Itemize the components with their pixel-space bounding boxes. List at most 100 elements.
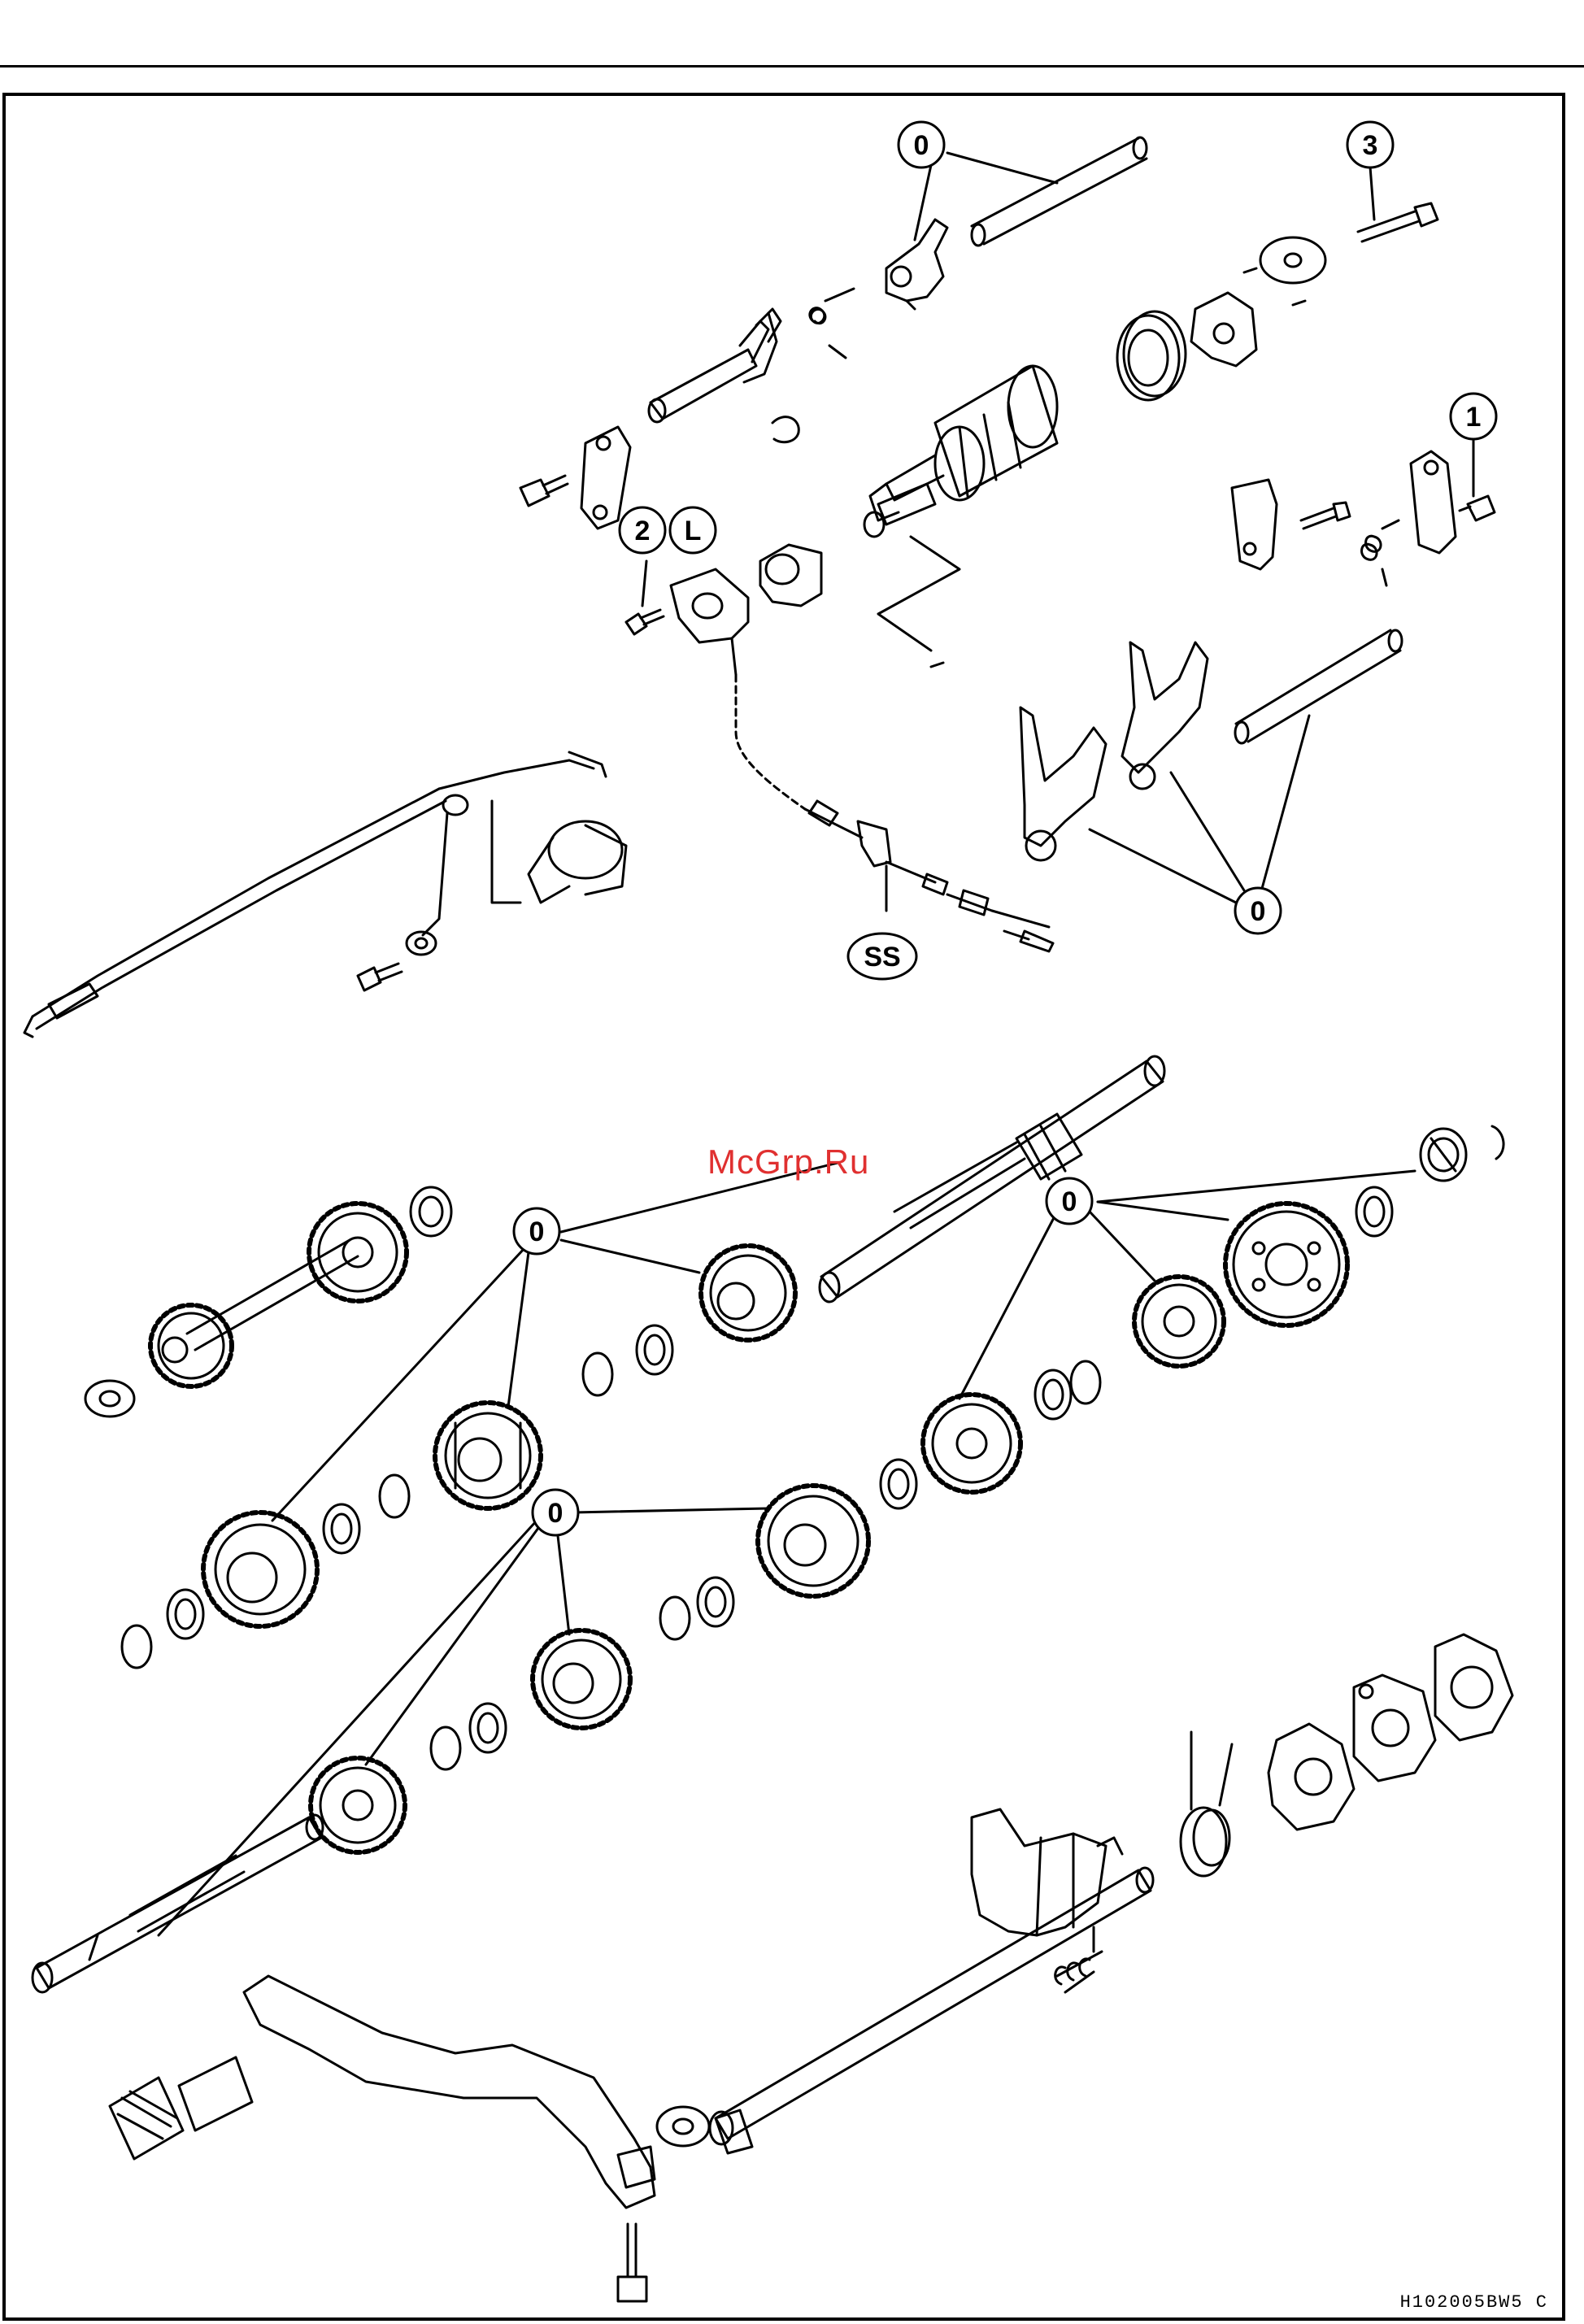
leader-lower-d xyxy=(159,1521,537,1935)
fork-shaft-upper xyxy=(972,137,1147,246)
gear-drive-5 xyxy=(701,1246,795,1340)
clutch-cable xyxy=(24,752,606,1037)
spring-stopper xyxy=(1362,520,1399,585)
callout-group: 0 3 1 2 L SS 0 0 0 0 xyxy=(514,122,1496,1535)
leader-forks-upper-b xyxy=(947,153,1057,183)
leader-forks-lower-a xyxy=(1260,716,1309,894)
shift-arm-shaft xyxy=(649,309,781,422)
guide-plate xyxy=(1354,1675,1435,1781)
guide-cable-washer xyxy=(423,813,447,935)
gear-output-2 xyxy=(1134,1277,1224,1366)
washer-lower-1 xyxy=(698,1578,733,1626)
washer-output-1 xyxy=(1356,1187,1392,1236)
callout-ss: SS xyxy=(864,942,900,973)
circlip-upper xyxy=(772,417,799,442)
bolt-stopper xyxy=(1301,503,1350,529)
shift-fork-lower-right xyxy=(1122,642,1208,789)
gear-output-3 xyxy=(923,1395,1020,1492)
leader-output-d xyxy=(960,1212,1057,1399)
callout-2: 2 xyxy=(635,516,651,546)
shift-mechanism-arm xyxy=(972,1809,1122,1935)
washer-idler-left xyxy=(85,1381,134,1417)
pin-b xyxy=(1293,301,1305,305)
washer-output-2 xyxy=(1035,1370,1071,1419)
washer-lower-2 xyxy=(470,1704,506,1752)
circlip-output-1 xyxy=(1071,1361,1100,1404)
callout-lower-gears: 0 xyxy=(548,1498,564,1529)
switch-cover xyxy=(760,545,821,606)
spring-shift-shaft xyxy=(1055,1927,1102,1992)
pin-a xyxy=(1244,268,1256,272)
bolt-3 xyxy=(1358,203,1438,242)
shift-lever-plate xyxy=(581,427,630,529)
pedal-tip xyxy=(179,2057,252,2130)
washer-shift-shaft xyxy=(657,2107,709,2146)
bolt-2 xyxy=(626,610,664,634)
circlip-drive-1 xyxy=(583,1353,612,1395)
drive-shaft xyxy=(820,1056,1164,1302)
callout-drive-shaft: 0 xyxy=(529,1216,545,1247)
neutral-switch xyxy=(671,569,748,675)
leader-output-b xyxy=(1098,1202,1228,1220)
circlip-bearing xyxy=(1492,1126,1503,1159)
release-lever xyxy=(529,821,626,903)
leader-lower-a xyxy=(573,1508,768,1512)
bolt-pedal xyxy=(618,2224,646,2301)
figure-code: H102005BW5 C xyxy=(1400,2292,1548,2313)
washer-drive-3 xyxy=(168,1590,203,1639)
leader-bolt2 xyxy=(642,561,646,606)
gear-lower-large xyxy=(758,1486,868,1596)
washer-cable xyxy=(407,932,436,955)
spring-small-upper xyxy=(810,289,854,358)
cable-bracket xyxy=(443,795,468,815)
gear-lower-small xyxy=(311,1758,405,1852)
callout-bolt3: 3 xyxy=(1363,130,1378,161)
shift-pedal xyxy=(244,1976,655,2208)
watermark-text: McGrp.Ru xyxy=(707,1142,869,1182)
gear-output-large xyxy=(1225,1203,1347,1325)
stopper-plate xyxy=(1435,1634,1512,1740)
washer-output-3 xyxy=(881,1460,916,1508)
leader-drive-b xyxy=(561,1240,699,1273)
output-shaft xyxy=(33,1815,323,1992)
pedal-rubber xyxy=(110,2078,183,2159)
gear-drive-1 xyxy=(203,1512,317,1626)
drum-bearing xyxy=(1117,311,1186,400)
gear-drive-3 xyxy=(435,1403,541,1508)
bolt-1 xyxy=(1460,496,1495,520)
washer-idler-right xyxy=(411,1187,451,1236)
gear-idler-small xyxy=(150,1305,232,1386)
washer-drive-1 xyxy=(637,1325,672,1374)
gear-lower-dog xyxy=(533,1630,630,1728)
circlip-lower-1 xyxy=(660,1597,690,1639)
bolt-cable xyxy=(358,964,402,990)
callout-forks2: 0 xyxy=(1251,896,1266,927)
circlip-drive-2 xyxy=(380,1475,409,1517)
gear-idler-large xyxy=(309,1203,407,1301)
washer-drive-2 xyxy=(324,1504,359,1553)
leader-lower-b xyxy=(557,1529,569,1634)
return-spring xyxy=(1181,1732,1232,1876)
callout-L: L xyxy=(685,516,702,546)
needle-bearing xyxy=(1421,1129,1466,1181)
circlip-lower-2 xyxy=(431,1727,460,1769)
fork-shaft-lower xyxy=(1235,630,1402,743)
washer-drum xyxy=(1260,237,1325,283)
leader-lower-c xyxy=(366,1525,541,1765)
guide-drum-pin xyxy=(878,537,960,651)
guide-cable-lever xyxy=(492,801,520,903)
leader-output-c xyxy=(1090,1212,1155,1281)
shift-fork-lower-left xyxy=(1020,707,1106,860)
leader-bolt3 xyxy=(1370,167,1374,220)
callout-bolt1: 1 xyxy=(1466,402,1482,433)
callout-top-forks: 0 xyxy=(914,130,929,161)
pin-c xyxy=(931,663,943,667)
leader-output-a xyxy=(1098,1171,1415,1202)
bolt-shift-lever xyxy=(520,476,568,506)
drum-cam xyxy=(1191,293,1256,366)
shift-cam xyxy=(1269,1724,1354,1830)
callout-output-gears: 0 xyxy=(1062,1186,1077,1217)
leader-forks-lower-b xyxy=(1171,772,1244,890)
stopper-lever xyxy=(1411,451,1456,553)
neutral-wire xyxy=(736,675,1053,951)
